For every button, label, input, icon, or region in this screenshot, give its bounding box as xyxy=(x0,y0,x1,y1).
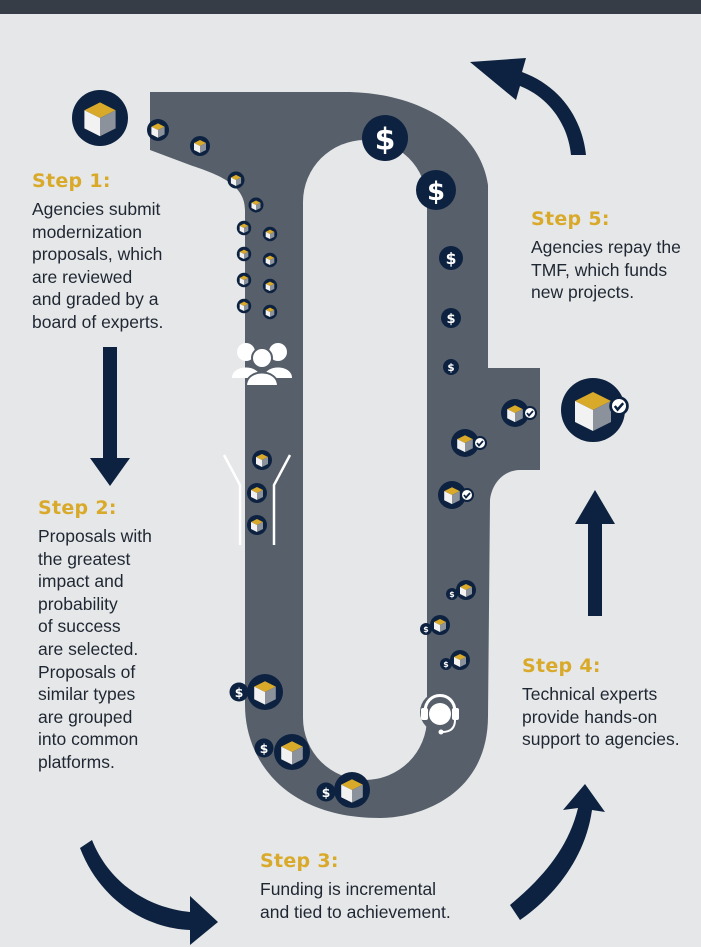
repaid-cube-group xyxy=(438,399,537,509)
step-4-title: Step 4: xyxy=(522,655,601,677)
step-1: Step 1: Agencies submit modernization pr… xyxy=(32,170,163,334)
funnel-icon xyxy=(222,450,292,545)
completed-cube-icon xyxy=(561,378,629,442)
step-3-title: Step 3: xyxy=(260,850,339,872)
arrow-up-icon xyxy=(575,490,615,616)
arrow-icon-group xyxy=(80,58,615,945)
people-icon xyxy=(232,343,292,387)
step-2: Step 2: Proposals with the greatest impa… xyxy=(38,497,152,774)
road xyxy=(150,92,540,818)
step-2-title: Step 2: xyxy=(38,497,117,519)
top-bar xyxy=(0,0,701,14)
step-5-text: Agencies repay the TMF, which funds new … xyxy=(531,237,681,303)
curved-arrow-step4-icon xyxy=(510,784,605,920)
funded-cube-group xyxy=(229,674,370,808)
step-5-title: Step 5: xyxy=(531,208,610,230)
arrow-down-icon xyxy=(90,347,130,486)
step-2-text: Proposals with the greatest impact and p… xyxy=(38,526,152,772)
curved-arrow-step5-icon xyxy=(470,58,586,155)
proposal-cube-icon xyxy=(72,90,128,146)
headset-icon xyxy=(420,692,460,735)
step-4-text: Technical experts provide hands-on suppo… xyxy=(522,684,680,750)
step-4: Step 4: Technical experts provide hands-… xyxy=(522,655,680,751)
step-5: Step 5: Agencies repay the TMF, which fu… xyxy=(531,208,681,304)
curved-arrow-step3-icon xyxy=(80,840,218,945)
step-1-text: Agencies submit modernization proposals,… xyxy=(32,199,164,332)
step-1-title: Step 1: xyxy=(32,170,111,192)
step-3-text: Funding is incremental and tied to achie… xyxy=(260,879,451,922)
step-3: Step 3: Funding is incremental and tied … xyxy=(260,850,451,923)
